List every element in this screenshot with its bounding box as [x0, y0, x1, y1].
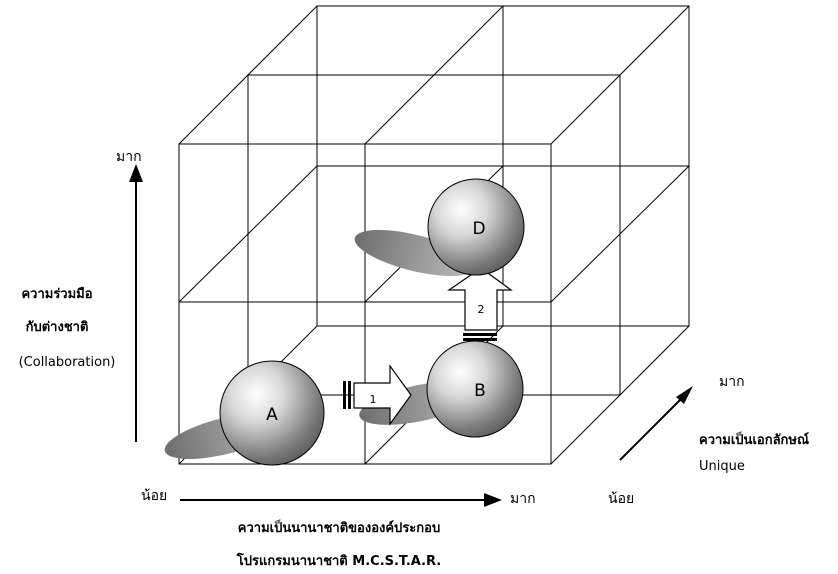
transition-arrow-1 — [343, 364, 412, 426]
ball-d — [427, 178, 525, 276]
depth-axis-arrowhead — [676, 386, 693, 404]
depth-axis-high-label: มาก — [719, 374, 745, 390]
vertical-axis-title-en: (Collaboration) — [19, 355, 116, 370]
transition-2-label: 2 — [478, 303, 485, 316]
node-d-label: D — [472, 219, 485, 239]
ball-shadows — [164, 229, 481, 460]
depth-axis-title: ความเป็นเอกลักษณ์ — [699, 430, 809, 448]
shadow-d — [354, 229, 476, 277]
node-a: A — [219, 360, 325, 466]
ball-b — [426, 340, 524, 438]
horizontal-axis-title-line1: ความเป็นนานาชาติขององค์ประกอบ — [238, 518, 440, 536]
depth-axis — [619, 386, 693, 461]
horizontal-axis-low-label: น้อย — [141, 488, 167, 504]
ball-a — [219, 360, 325, 466]
horizontal-axis-high-label: มาก — [510, 491, 536, 507]
horizontal-axis — [180, 493, 502, 507]
cube-wireframe — [178, 5, 690, 465]
depth-axis-low-label: น้อย — [608, 491, 634, 507]
depth-edge — [550, 165, 690, 303]
transition-1-label: 1 — [370, 393, 377, 406]
node-b: B — [426, 340, 524, 438]
vertical-axis-title-line2: กับต่างชาติ — [26, 320, 89, 335]
node-a-label: A — [266, 405, 278, 425]
horizontal-axis-title-line2: โปรแกรมนานาชาติ M.C.S.T.A.R. — [236, 552, 441, 569]
node-b-label: B — [474, 381, 486, 401]
horizontal-axis-arrowhead — [484, 493, 502, 507]
vertical-axis-title-line1: ความร่วมมือ — [21, 286, 92, 302]
vertical-axis — [129, 164, 143, 442]
depth-axis-title-en: Unique — [699, 459, 745, 474]
node-d: D — [427, 178, 525, 276]
transition-arrow-2 — [447, 267, 513, 341]
depth-edge — [178, 165, 318, 303]
vertical-axis-high-label: มาก — [116, 149, 142, 165]
vertical-axis-arrowhead — [129, 164, 143, 182]
depth-edge — [364, 5, 504, 145]
